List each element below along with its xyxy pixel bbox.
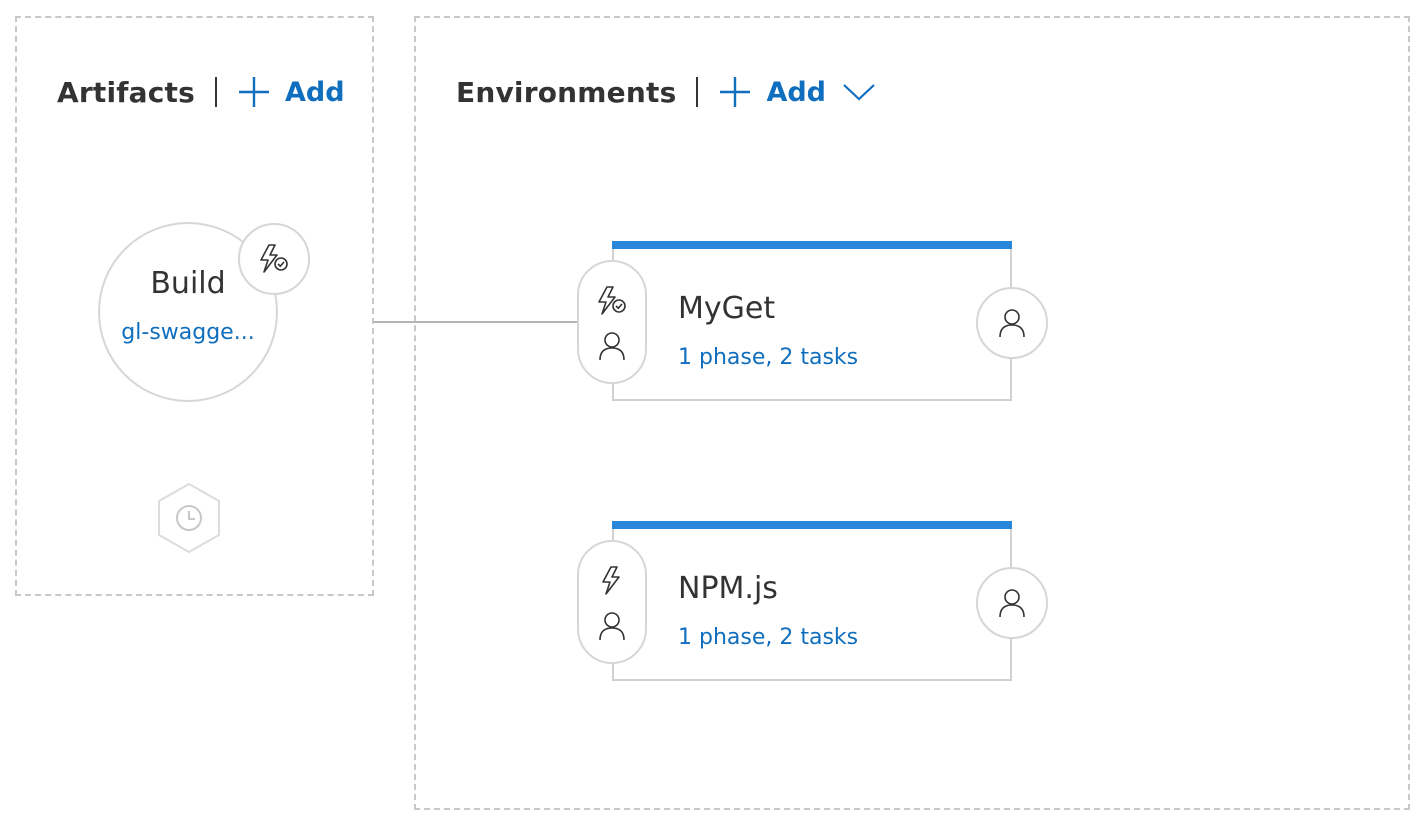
pre-deployment-approvals-button[interactable] [579, 610, 645, 642]
environments-header: Environments Add [456, 72, 876, 112]
person-icon [597, 330, 627, 362]
environment-status-bar [612, 521, 1012, 529]
pre-deployment-approvals-button[interactable] [579, 330, 645, 362]
trigger-enabled-icon [595, 284, 629, 318]
environments-title: Environments [456, 75, 677, 109]
build-artifact[interactable]: Build gl-swagge... [98, 222, 278, 402]
continuous-deployment-trigger-icon [257, 242, 291, 276]
schedule-clock-icon [157, 482, 221, 554]
environment-status-bar [612, 241, 1012, 249]
add-environment-label: Add [766, 76, 827, 108]
header-divider [696, 77, 699, 107]
post-deployment-approvals-button[interactable] [976, 287, 1048, 359]
environments-panel [414, 16, 1410, 810]
person-icon [997, 587, 1027, 619]
plus-icon [718, 75, 752, 109]
pre-deployment-trigger-button[interactable] [579, 564, 645, 598]
environment-card-body: NPM.js 1 phase, 2 tasks [612, 529, 1012, 681]
plus-icon [237, 75, 271, 109]
post-deployment-approvals-button[interactable] [976, 567, 1048, 639]
environment-name: NPM.js [678, 571, 778, 606]
environment-card-myget[interactable]: MyGet 1 phase, 2 tasks [612, 241, 1012, 401]
environment-name: MyGet [678, 291, 776, 326]
environment-card-npmjs[interactable]: NPM.js 1 phase, 2 tasks [612, 521, 1012, 681]
chevron-down-icon[interactable] [842, 82, 876, 102]
pre-deployment-conditions [577, 260, 647, 384]
artifacts-header: Artifacts Add [57, 72, 345, 112]
add-artifact-button[interactable]: Add [237, 75, 345, 109]
schedule-trigger-button[interactable] [157, 482, 221, 554]
artifact-source-link[interactable]: gl-swagge... [121, 320, 255, 345]
pre-deployment-trigger-button[interactable] [579, 284, 645, 318]
header-divider [215, 77, 217, 107]
artifact-environment-connector [374, 321, 578, 323]
artifacts-panel [15, 16, 374, 596]
person-icon [997, 307, 1027, 339]
person-icon [597, 610, 627, 642]
environment-tasks-link[interactable]: 1 phase, 2 tasks [678, 625, 859, 650]
pre-deployment-conditions [577, 540, 647, 664]
add-environment-button[interactable]: Add [718, 75, 876, 109]
continuous-deployment-trigger-button[interactable] [238, 223, 310, 295]
artifact-title: Build [150, 266, 226, 301]
add-artifact-label: Add [285, 76, 345, 108]
artifacts-title: Artifacts [57, 75, 195, 109]
lightning-icon [595, 564, 629, 598]
environment-tasks-link[interactable]: 1 phase, 2 tasks [678, 345, 859, 370]
environment-card-body: MyGet 1 phase, 2 tasks [612, 249, 1012, 401]
